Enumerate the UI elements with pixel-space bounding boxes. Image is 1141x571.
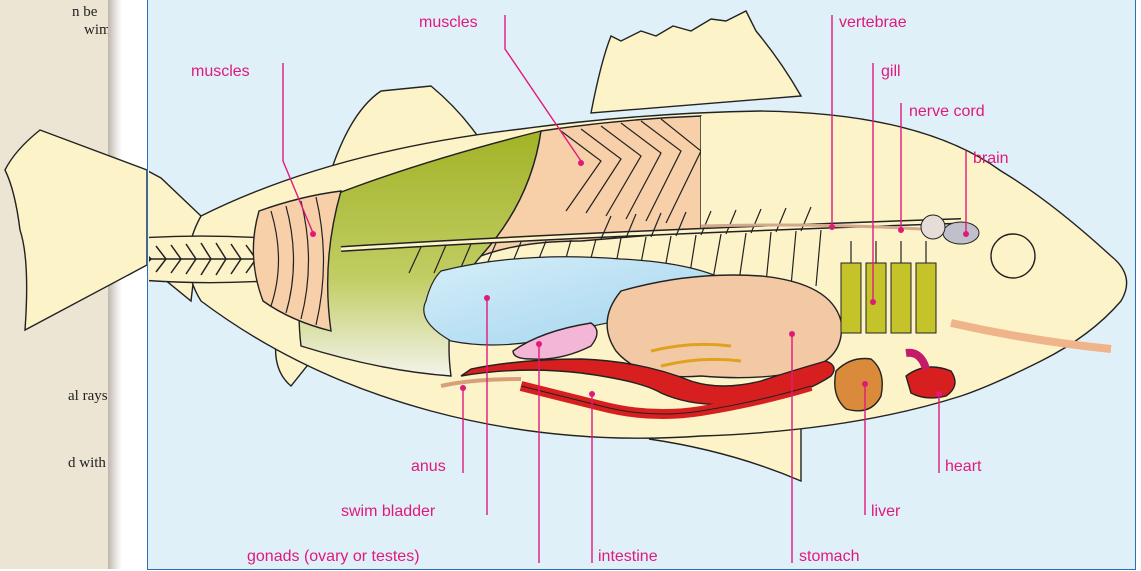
label-gill: gill	[881, 63, 901, 80]
label-swim-bladder: swim bladder	[341, 503, 436, 520]
tail-fin-overflow	[0, 0, 147, 569]
label-muscles-top: muscles	[419, 14, 478, 31]
dorsal-fin-front	[591, 11, 801, 113]
label-stomach: stomach	[799, 548, 859, 565]
label-anus: anus	[411, 458, 446, 475]
label-brain: brain	[973, 150, 1009, 167]
fish-anatomy-diagram: muscles muscles vertebrae gill nerve cor…	[148, 0, 1137, 571]
heart	[906, 367, 955, 398]
label-gonads: gonads (ovary or testes)	[247, 548, 420, 565]
label-intestine: intestine	[598, 548, 658, 565]
label-liver: liver	[871, 503, 901, 520]
stomach	[607, 275, 841, 378]
eye	[991, 234, 1035, 278]
label-muscles-left: muscles	[191, 63, 250, 80]
diagram-panel: muscles muscles vertebrae gill nerve cor…	[147, 0, 1136, 570]
liver	[835, 359, 883, 411]
label-nerve-cord: nerve cord	[909, 103, 985, 120]
label-vertebrae: vertebrae	[839, 14, 907, 31]
label-heart: heart	[945, 458, 982, 475]
